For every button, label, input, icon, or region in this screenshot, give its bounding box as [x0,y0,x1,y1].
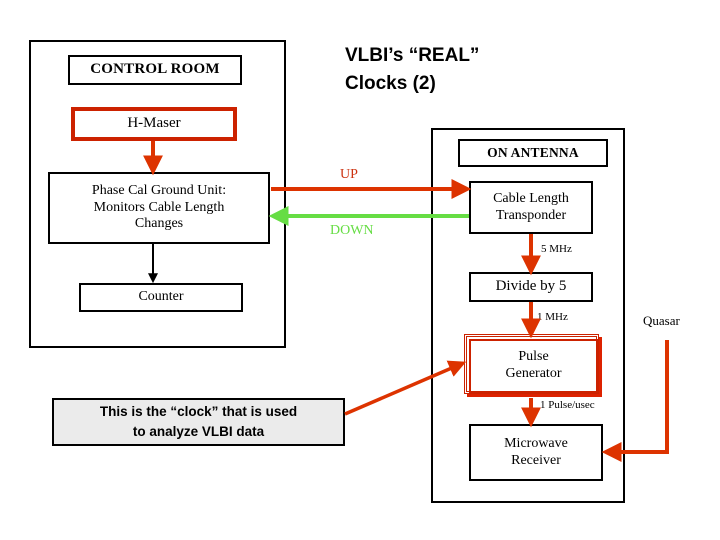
node-phase-cal-ground-unit[interactable]: Phase Cal Ground Unit: Monitors Cable Le… [48,172,270,244]
control-room-header: CONTROL ROOM [68,55,242,85]
node-divide-by-5[interactable]: Divide by 5 [469,272,593,302]
link-label-1mhz: 1 MHz [537,311,568,323]
node-h-maser[interactable]: H-Maser [71,107,237,141]
on-antenna-header: ON ANTENNA [458,139,608,167]
link-label-quasar: Quasar [643,313,680,328]
link-label-5mhz: 5 MHz [541,243,572,255]
link-label-1-pulse-per-usec: 1 Pulse/usec [540,399,595,411]
control-room-container [29,40,286,348]
node-microwave-receiver[interactable]: Microwave Receiver [469,424,603,481]
callout-clock-note: This is the “clock” that is used to anal… [52,398,345,446]
on-antenna-container [431,128,625,503]
node-pulse-generator[interactable]: Pulse Generator [464,334,599,394]
slide-title: VLBI’s “REAL” Clocks (2) [345,45,480,94]
link-label-down: DOWN [330,223,374,238]
link-label-up: UP [340,167,358,182]
pulse-generator-label: Pulse Generator [469,339,598,393]
node-counter[interactable]: Counter [79,283,243,312]
node-cable-length-transponder[interactable]: Cable Length Transponder [469,181,593,234]
